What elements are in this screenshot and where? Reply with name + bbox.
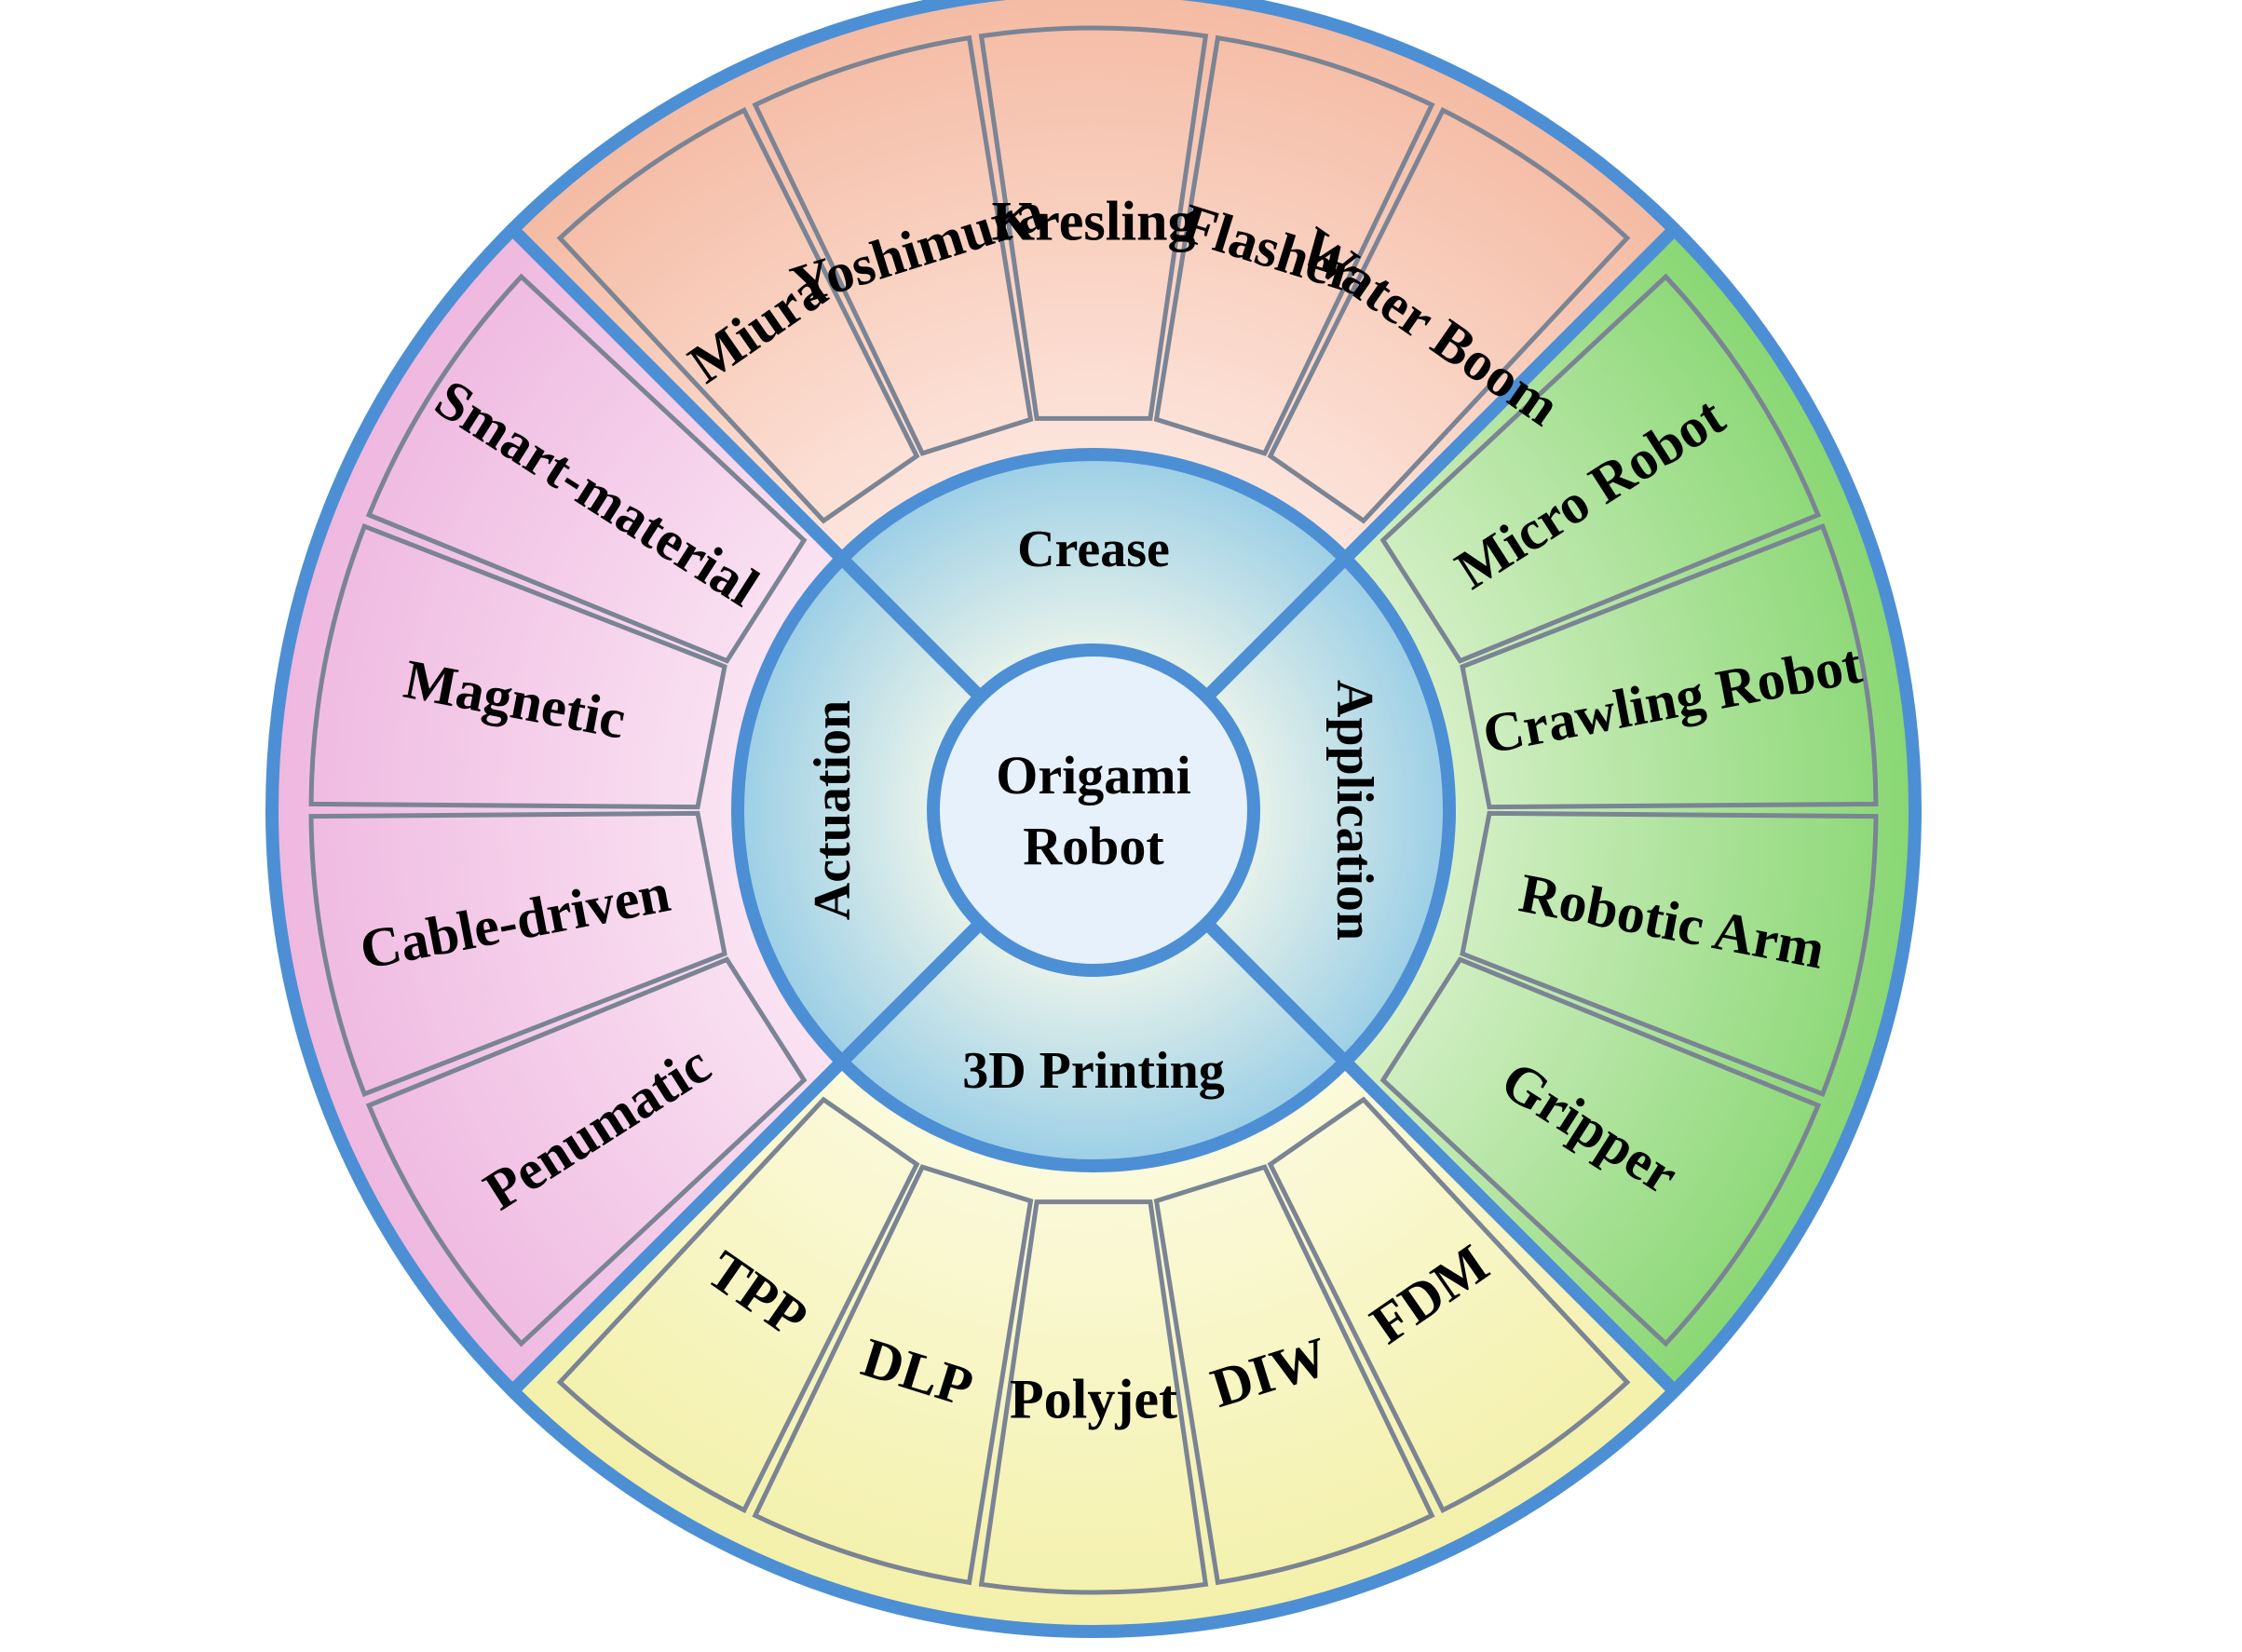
divider-line-1 bbox=[1202, 224, 1679, 702]
sector-actuation bbox=[272, 229, 842, 1391]
cell-application-1 bbox=[1460, 522, 1879, 810]
category-label-actuation: Actuation bbox=[804, 700, 862, 920]
cell-actuation-2 bbox=[308, 522, 727, 810]
cell-printing-1 bbox=[1153, 1164, 1435, 1586]
cell-crease-3 bbox=[1153, 34, 1435, 456]
center-disc bbox=[927, 643, 1260, 977]
cell-crease-0 bbox=[556, 107, 920, 524]
sector-printing bbox=[512, 1062, 1675, 1632]
divider-line-3 bbox=[508, 918, 985, 1396]
sector-crease bbox=[512, 0, 1675, 559]
cell-crease-1 bbox=[752, 34, 1034, 456]
cell-application-0 bbox=[1379, 273, 1822, 664]
cell-printing-4 bbox=[556, 1096, 920, 1513]
center-title-line2: Robot bbox=[1023, 816, 1164, 876]
center-title-line1: Origami bbox=[996, 745, 1190, 806]
cell-actuation-1 bbox=[308, 810, 727, 1098]
divider-line-0 bbox=[508, 224, 985, 702]
cell-printing-2 bbox=[978, 1199, 1209, 1595]
category-label-printing: 3D Printing bbox=[962, 1042, 1225, 1100]
cell-application-3 bbox=[1379, 956, 1822, 1347]
sector-application bbox=[1345, 229, 1915, 1391]
cell-application-2 bbox=[1460, 810, 1879, 1098]
center-hub: Origami Robot bbox=[927, 643, 1260, 977]
cell-actuation-0 bbox=[365, 956, 808, 1347]
cell-crease-4 bbox=[1267, 107, 1631, 524]
item-label-crease-2: Kresling bbox=[992, 191, 1196, 252]
item-cells bbox=[308, 25, 1879, 1595]
cell-printing-0 bbox=[1267, 1096, 1631, 1513]
cell-crease-2 bbox=[978, 25, 1209, 421]
category-label-crease: Crease bbox=[1017, 521, 1170, 578]
divider-lines bbox=[265, 0, 1922, 1638]
category-label-application: Application bbox=[1325, 680, 1383, 941]
divider-line-2 bbox=[1202, 918, 1679, 1396]
cell-actuation-3 bbox=[365, 273, 808, 664]
outer-border bbox=[265, 0, 1922, 1638]
outer-ring bbox=[272, 0, 1915, 1632]
item-label-printing-2: Polyjet bbox=[1010, 1369, 1177, 1430]
cell-printing-3 bbox=[752, 1164, 1034, 1586]
